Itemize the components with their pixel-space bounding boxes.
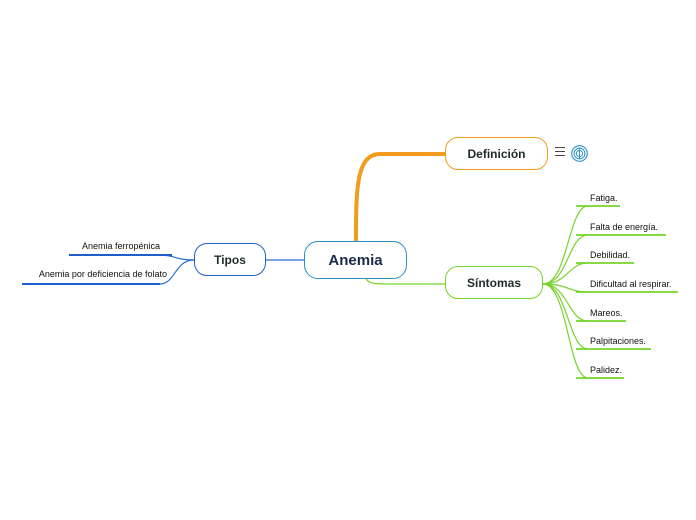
connector-sintomas xyxy=(365,278,445,285)
topic-sintomas-label: Síntomas xyxy=(466,275,521,290)
subtopic-sintoma[interactable]: Fatiga. xyxy=(590,193,618,203)
central-topic-anemia[interactable]: Anemia xyxy=(304,241,407,279)
notes-icon[interactable] xyxy=(555,146,565,157)
topic-definicion-label: Definición xyxy=(467,146,526,161)
subtopic-sintoma[interactable]: Falta de energía. xyxy=(590,222,659,232)
subtopic-sintoma[interactable]: Dificultad al respirar. xyxy=(590,279,672,289)
connector-definicion xyxy=(354,152,447,243)
topic-definicion[interactable]: Definición xyxy=(445,137,548,170)
sintomas-branches xyxy=(542,205,589,379)
fingerprint-icon[interactable] xyxy=(571,145,588,162)
subtopic-sintoma[interactable]: Palidez. xyxy=(590,365,623,375)
topic-tipos-label: Tipos xyxy=(214,252,246,267)
subtopic-tipo[interactable]: Anemia ferropénica xyxy=(81,241,160,251)
topic-tipos[interactable]: Tipos xyxy=(194,243,266,276)
sintomas-underlines xyxy=(576,205,678,379)
subtopic-sintoma[interactable]: Mareos. xyxy=(590,308,623,318)
central-topic-label: Anemia xyxy=(328,251,383,269)
subtopic-tipo[interactable]: Anemia por deficiencia de folato xyxy=(38,269,167,279)
tipos-underlines xyxy=(22,254,172,285)
subtopic-sintoma[interactable]: Palpitaciones. xyxy=(590,336,647,346)
topic-sintomas[interactable]: Síntomas xyxy=(445,266,543,299)
subtopic-sintoma[interactable]: Debilidad. xyxy=(590,250,631,260)
